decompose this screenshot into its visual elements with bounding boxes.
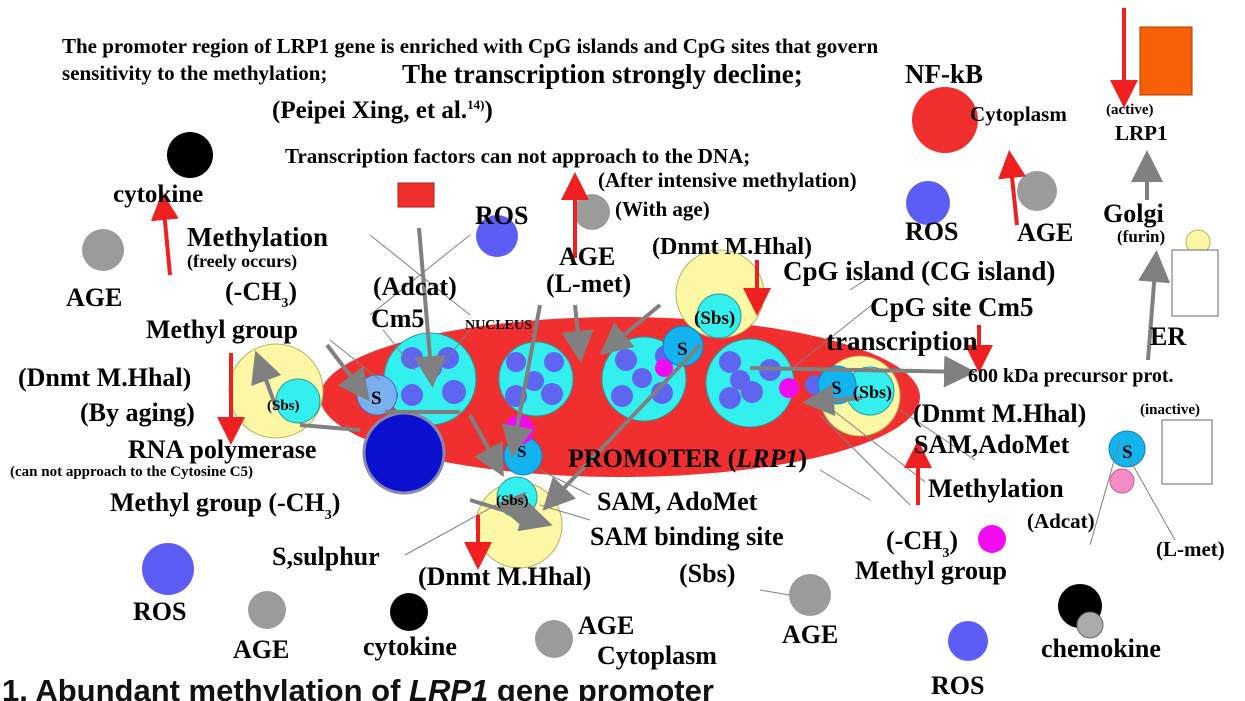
er-label: ER	[1150, 322, 1186, 351]
figure-caption: 1. Abundant methylation of LRP1 gene pro…	[2, 673, 714, 701]
red-arrows	[150, 8, 1138, 570]
header-citation: (Peipei Xing, et al.14))	[272, 97, 493, 124]
methylation-right-label: Methylation	[928, 474, 1064, 503]
header-line2: sensitivity to the methylation;	[62, 61, 327, 85]
ros-right-label: ROS	[905, 217, 958, 246]
age-br-label: AGE	[782, 620, 838, 649]
cytoplasm-particles	[82, 87, 1211, 661]
dnmt-top-label: (Dnmt M.Hhal)	[652, 234, 812, 260]
svg-text:S: S	[677, 339, 688, 360]
ros-mid-label: ROS	[475, 201, 528, 230]
methylation-left-label: Methylation	[187, 222, 328, 252]
golgi-label: Golgi	[1103, 199, 1164, 228]
red-rect	[397, 182, 435, 208]
nfkb-label: NF-kB	[905, 59, 983, 89]
sam-adomet-bottom-label: SAM, AdoMet	[597, 487, 758, 516]
age-mid-label: AGE	[559, 242, 615, 271]
sbs-top-label: (Sbs)	[694, 308, 735, 329]
inactive-label: (inactive)	[1140, 402, 1200, 418]
dnmt-bottom-label: (Dnmt M.Hhal)	[418, 562, 591, 591]
cpg-island-label: CpG island (CG island)	[783, 256, 1055, 286]
header-tf: Transcription factors can not approach t…	[285, 144, 750, 168]
dnmt-right-label: (Dnmt M.Hhal)	[913, 399, 1086, 428]
sbs-bubble-top	[675, 249, 765, 339]
sam-adomet-right-label: SAM,AdoMet	[914, 430, 1070, 459]
nucleus	[320, 317, 920, 477]
rna-polymerase-circle	[362, 411, 446, 495]
by-aging-label: (By aging)	[80, 398, 195, 427]
ros-br-label: ROS	[931, 671, 984, 700]
age-bc-label: AGE	[578, 611, 634, 640]
sbs-left-label: (Sbs)	[267, 398, 300, 414]
ch3-left-label: (-CH3)	[225, 277, 297, 311]
cant-approach-label: (can not approach to the Cytosine C5)	[10, 464, 253, 480]
ros-bl-label: ROS	[133, 597, 186, 626]
adcat-mid-label: (Adcat)	[373, 272, 457, 301]
age-bl-label: AGE	[233, 635, 289, 664]
transcription-label: transcription	[826, 326, 978, 356]
header-line1: The promoter region of LRP1 gene is enri…	[62, 34, 878, 58]
furin-label: (furin)	[1117, 227, 1165, 246]
freely-label: (freely occurs)	[187, 251, 297, 272]
svg-text:S: S	[831, 378, 842, 399]
cpg-site-label: CpG site Cm5	[870, 292, 1034, 322]
svg-text:S: S	[1122, 442, 1133, 463]
lrp1-active-box	[1139, 26, 1193, 96]
header-with-age: (With age)	[615, 197, 710, 221]
methyl-group-ch3-label: Methyl group (-CH3)	[110, 488, 340, 523]
methyl-pink-dot	[1109, 468, 1135, 494]
inactive-box	[1161, 419, 1213, 485]
diagram-text: The promoter region of LRP1 gene is enri…	[10, 34, 1225, 700]
s-sulphur-label: S,sulphur	[272, 542, 380, 571]
header-after: (After intensive methylation)	[598, 168, 857, 192]
header-decline: The transcription strongly decline;	[402, 59, 803, 89]
sbs-bubble-bottom	[475, 476, 563, 569]
ch3-right-label: (-CH3)	[886, 526, 958, 561]
sbs-right-label: (Sbs)	[853, 382, 892, 403]
lmet-mid-label: (L-met)	[546, 269, 631, 298]
sam-binding-label: SAM binding site	[590, 522, 784, 551]
er-box	[1171, 249, 1219, 317]
methyl-group-left-label: Methyl group	[146, 315, 298, 344]
dnmt-left-label: (Dnmt M.Hhal)	[18, 363, 191, 392]
cytoplasm-bottom-label: Cytoplasm	[597, 641, 717, 670]
gray-arrows	[251, 150, 1171, 532]
nucleus-label: NUCLEUS	[465, 318, 532, 333]
sbs-bottom-label: (Sbs)	[496, 493, 529, 509]
rna-pol-label: RNA polymerase	[128, 435, 316, 464]
adcat-right-label: (Adcat)	[1027, 509, 1095, 533]
lrp1-top-label: LRP1	[1115, 121, 1168, 145]
lmet-right-label: (L-met)	[1156, 537, 1225, 561]
cpg-dots	[401, 345, 825, 409]
cytokine-bottom-label: cytokine	[363, 632, 457, 661]
methyl-group-right-label: Methyl group	[855, 556, 1007, 585]
promoter-label: PROMOTER (LRP1)	[568, 444, 807, 473]
precursor-label: 600 kDa precursor prot.	[968, 365, 1174, 387]
svg-text:S: S	[371, 388, 382, 409]
age-left-label: AGE	[66, 283, 122, 312]
active-label: (active)	[1106, 102, 1153, 118]
cytokine-top-label: cytokine	[113, 181, 203, 208]
chemokine-label: chemokine	[1041, 634, 1161, 663]
cm5-left-label: Cm5	[371, 304, 424, 333]
sbs-paren-label: (Sbs)	[679, 559, 735, 588]
cytoplasm-top-label: Cytoplasm	[970, 102, 1067, 126]
age-right-label: AGE	[1017, 218, 1073, 247]
